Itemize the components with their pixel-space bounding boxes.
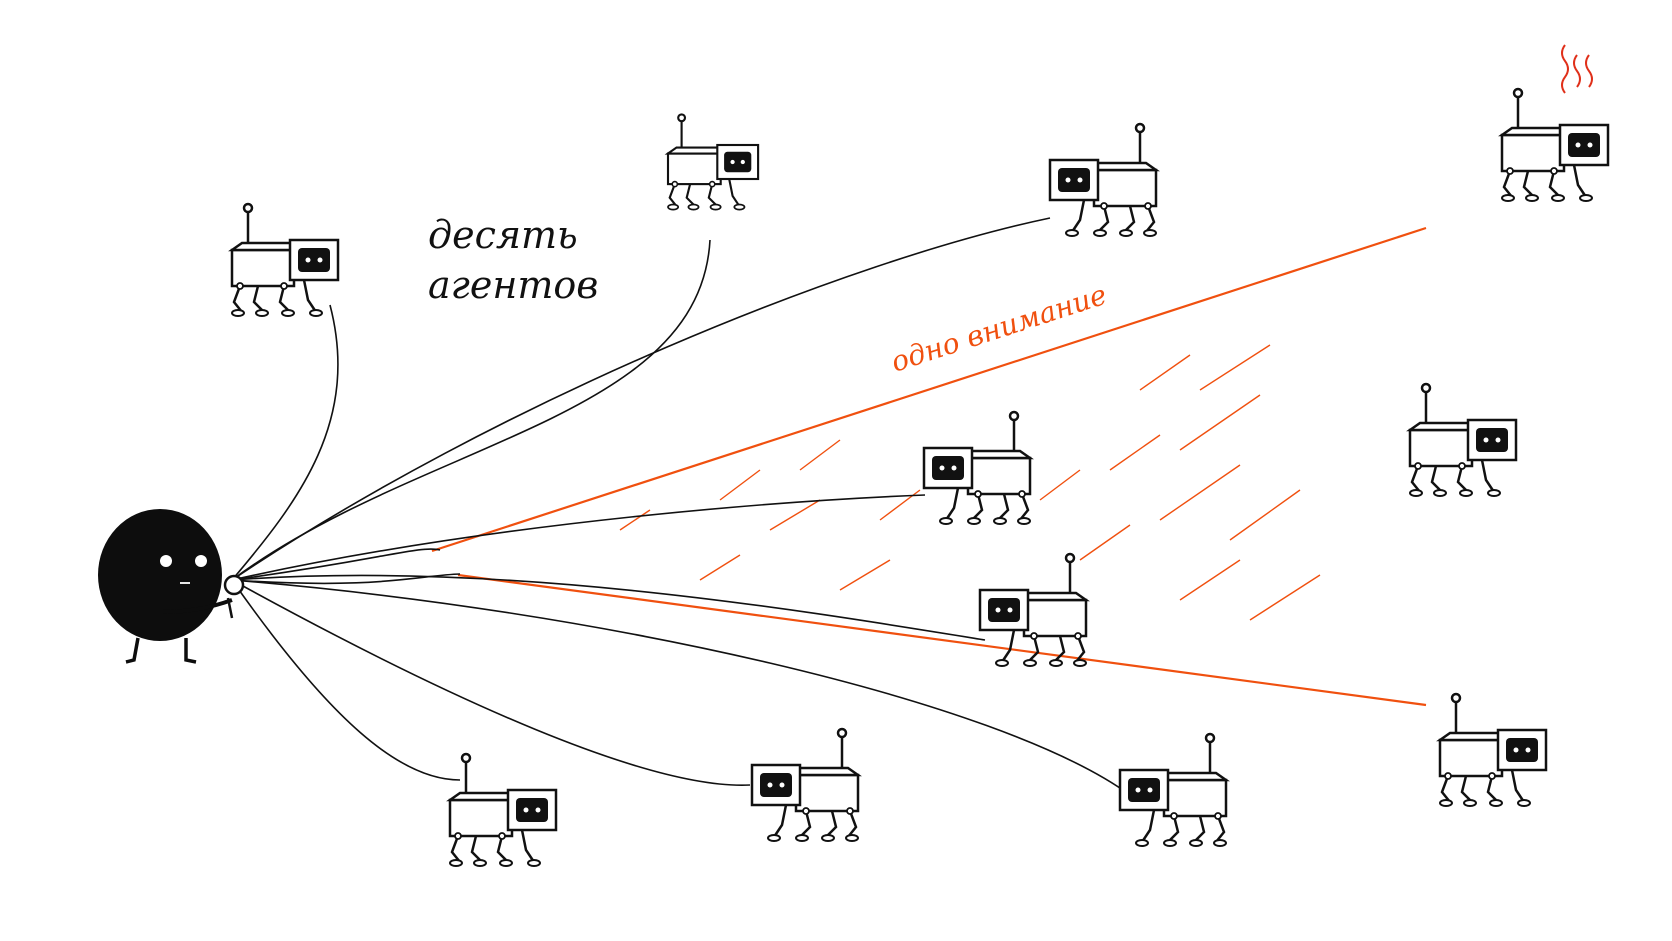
robot-dog-4 (1500, 87, 1610, 203)
robot-dog-6 (1408, 382, 1518, 498)
robot-dog-7 (980, 554, 1086, 666)
robot-dog-1 (230, 202, 340, 318)
leashes (231, 217, 1131, 796)
robot-dog-5 (924, 412, 1030, 524)
caption-line-2: агентов (428, 263, 598, 307)
robot-dog-2 (666, 113, 760, 211)
robot-dog-9 (448, 752, 558, 868)
handler-creature (98, 509, 245, 664)
steam-icon (1561, 44, 1593, 94)
attention-wedge (431, 226, 1427, 707)
robot-dog-11 (1120, 734, 1226, 846)
attention-hatching (619, 344, 1321, 621)
caption-line-1: десять (428, 213, 578, 257)
robot-dog-8 (1438, 692, 1548, 808)
attention-label: одно внимание (887, 278, 1111, 379)
robot-dog-3 (1050, 124, 1156, 236)
robot-dog-10 (752, 729, 858, 841)
